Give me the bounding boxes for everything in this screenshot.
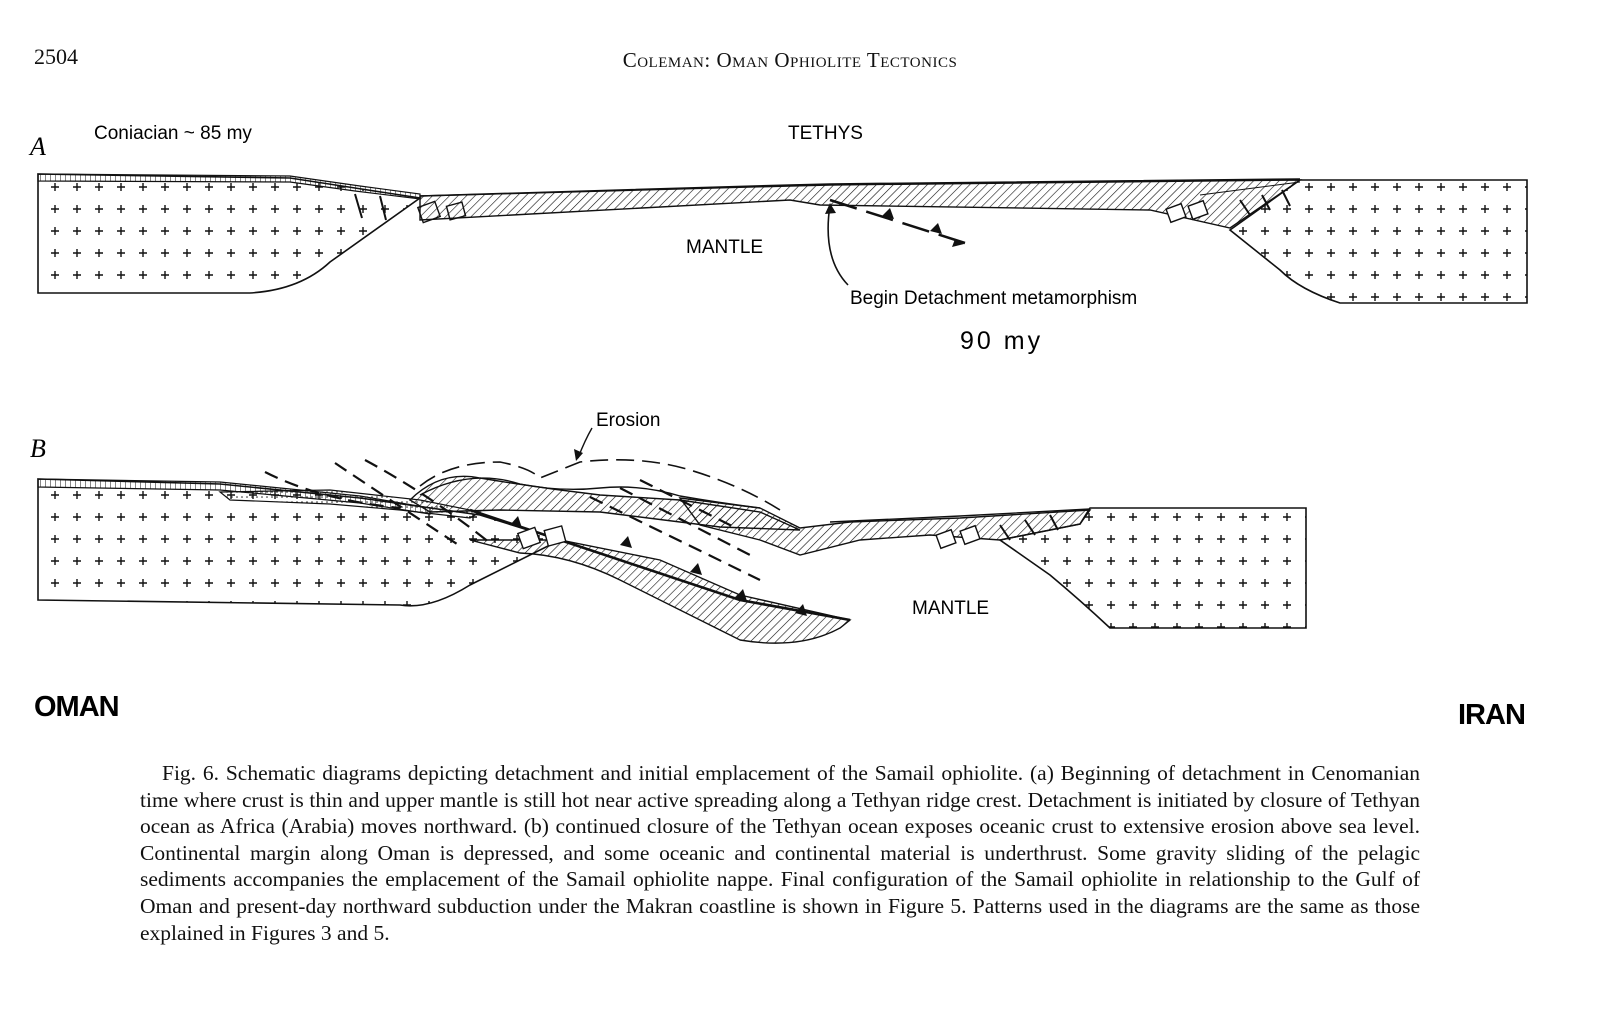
oman-label: OMAN bbox=[34, 691, 119, 723]
panel-b-eroded-outline bbox=[419, 459, 781, 511]
running-head: Coleman: Oman Ophiolite Tectonics bbox=[622, 48, 958, 72]
panel-b-erosion-label: Erosion bbox=[596, 410, 660, 431]
panel-a-ocean-label: TETHYS bbox=[788, 123, 863, 144]
panel-a-detachment-annotation: Begin Detachment metamorphism bbox=[850, 288, 1137, 309]
panel-a: A Coniacian ~ 85 my TETHYS MANTLE bbox=[28, 123, 1528, 355]
panel-b-underthrust-slab bbox=[469, 539, 852, 644]
panel-b-listric-faults bbox=[264, 459, 761, 581]
page-number: 2504 bbox=[34, 44, 78, 69]
figure-caption: Fig. 6. Schematic diagrams depicting det… bbox=[140, 760, 1420, 946]
panel-a-oceanic-crust bbox=[419, 179, 1303, 229]
iran-label: IRAN bbox=[1458, 699, 1525, 731]
panel-b: B Erosion bbox=[30, 410, 1307, 644]
panel-a-handwritten-age: 90 my bbox=[960, 327, 1043, 355]
panel-a-age-label: Coniacian ~ 85 my bbox=[94, 123, 252, 144]
panel-b-mantle-label: MANTLE bbox=[912, 598, 989, 619]
figure-6: A Coniacian ~ 85 my TETHYS MANTLE bbox=[28, 123, 1528, 731]
panel-b-gravity-slide-sediments bbox=[218, 489, 482, 519]
panel-b-iran-continental-crust bbox=[998, 507, 1307, 629]
panel-a-mantle-label: MANTLE bbox=[686, 237, 763, 258]
panel-a-letter: A bbox=[28, 132, 46, 161]
panel-a-iran-continental-crust bbox=[1228, 179, 1528, 304]
panel-b-letter: B bbox=[30, 434, 46, 463]
panel-a-detachment-fault bbox=[829, 198, 966, 247]
caption-text: Fig. 6. Schematic diagrams depicting det… bbox=[140, 761, 1420, 945]
